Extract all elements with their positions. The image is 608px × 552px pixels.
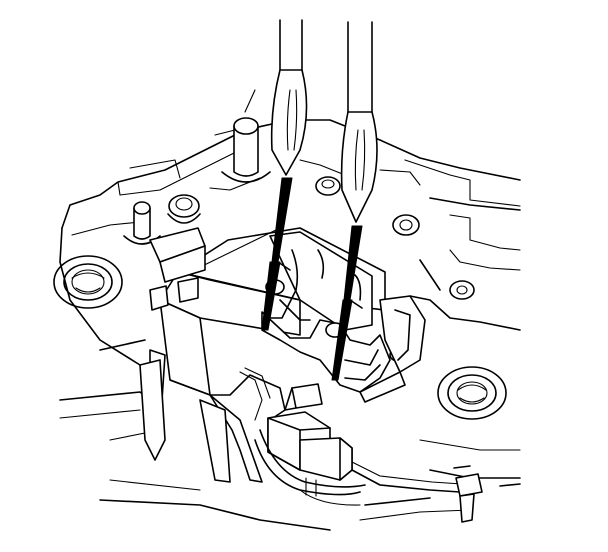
- screwdriver-icon: [331, 21, 378, 381]
- stud-pin-round: [167, 194, 201, 224]
- valve-body-casting: [59, 89, 521, 521]
- wire-clip: [453, 465, 483, 523]
- stud-pin-right: [315, 176, 341, 196]
- housing-front-walls: [59, 339, 331, 531]
- bore-hole-right: [437, 366, 507, 420]
- screwdriver-icon: [261, 19, 308, 331]
- switch-body: [261, 279, 391, 393]
- housing-bracket-right: [359, 295, 426, 403]
- electrical-connector-icon: [267, 383, 353, 497]
- mounting-tab-left: [149, 227, 206, 311]
- stud-pin-tall: [221, 117, 271, 183]
- wiring-harness: [239, 367, 463, 506]
- bore-hole-left: [53, 255, 123, 309]
